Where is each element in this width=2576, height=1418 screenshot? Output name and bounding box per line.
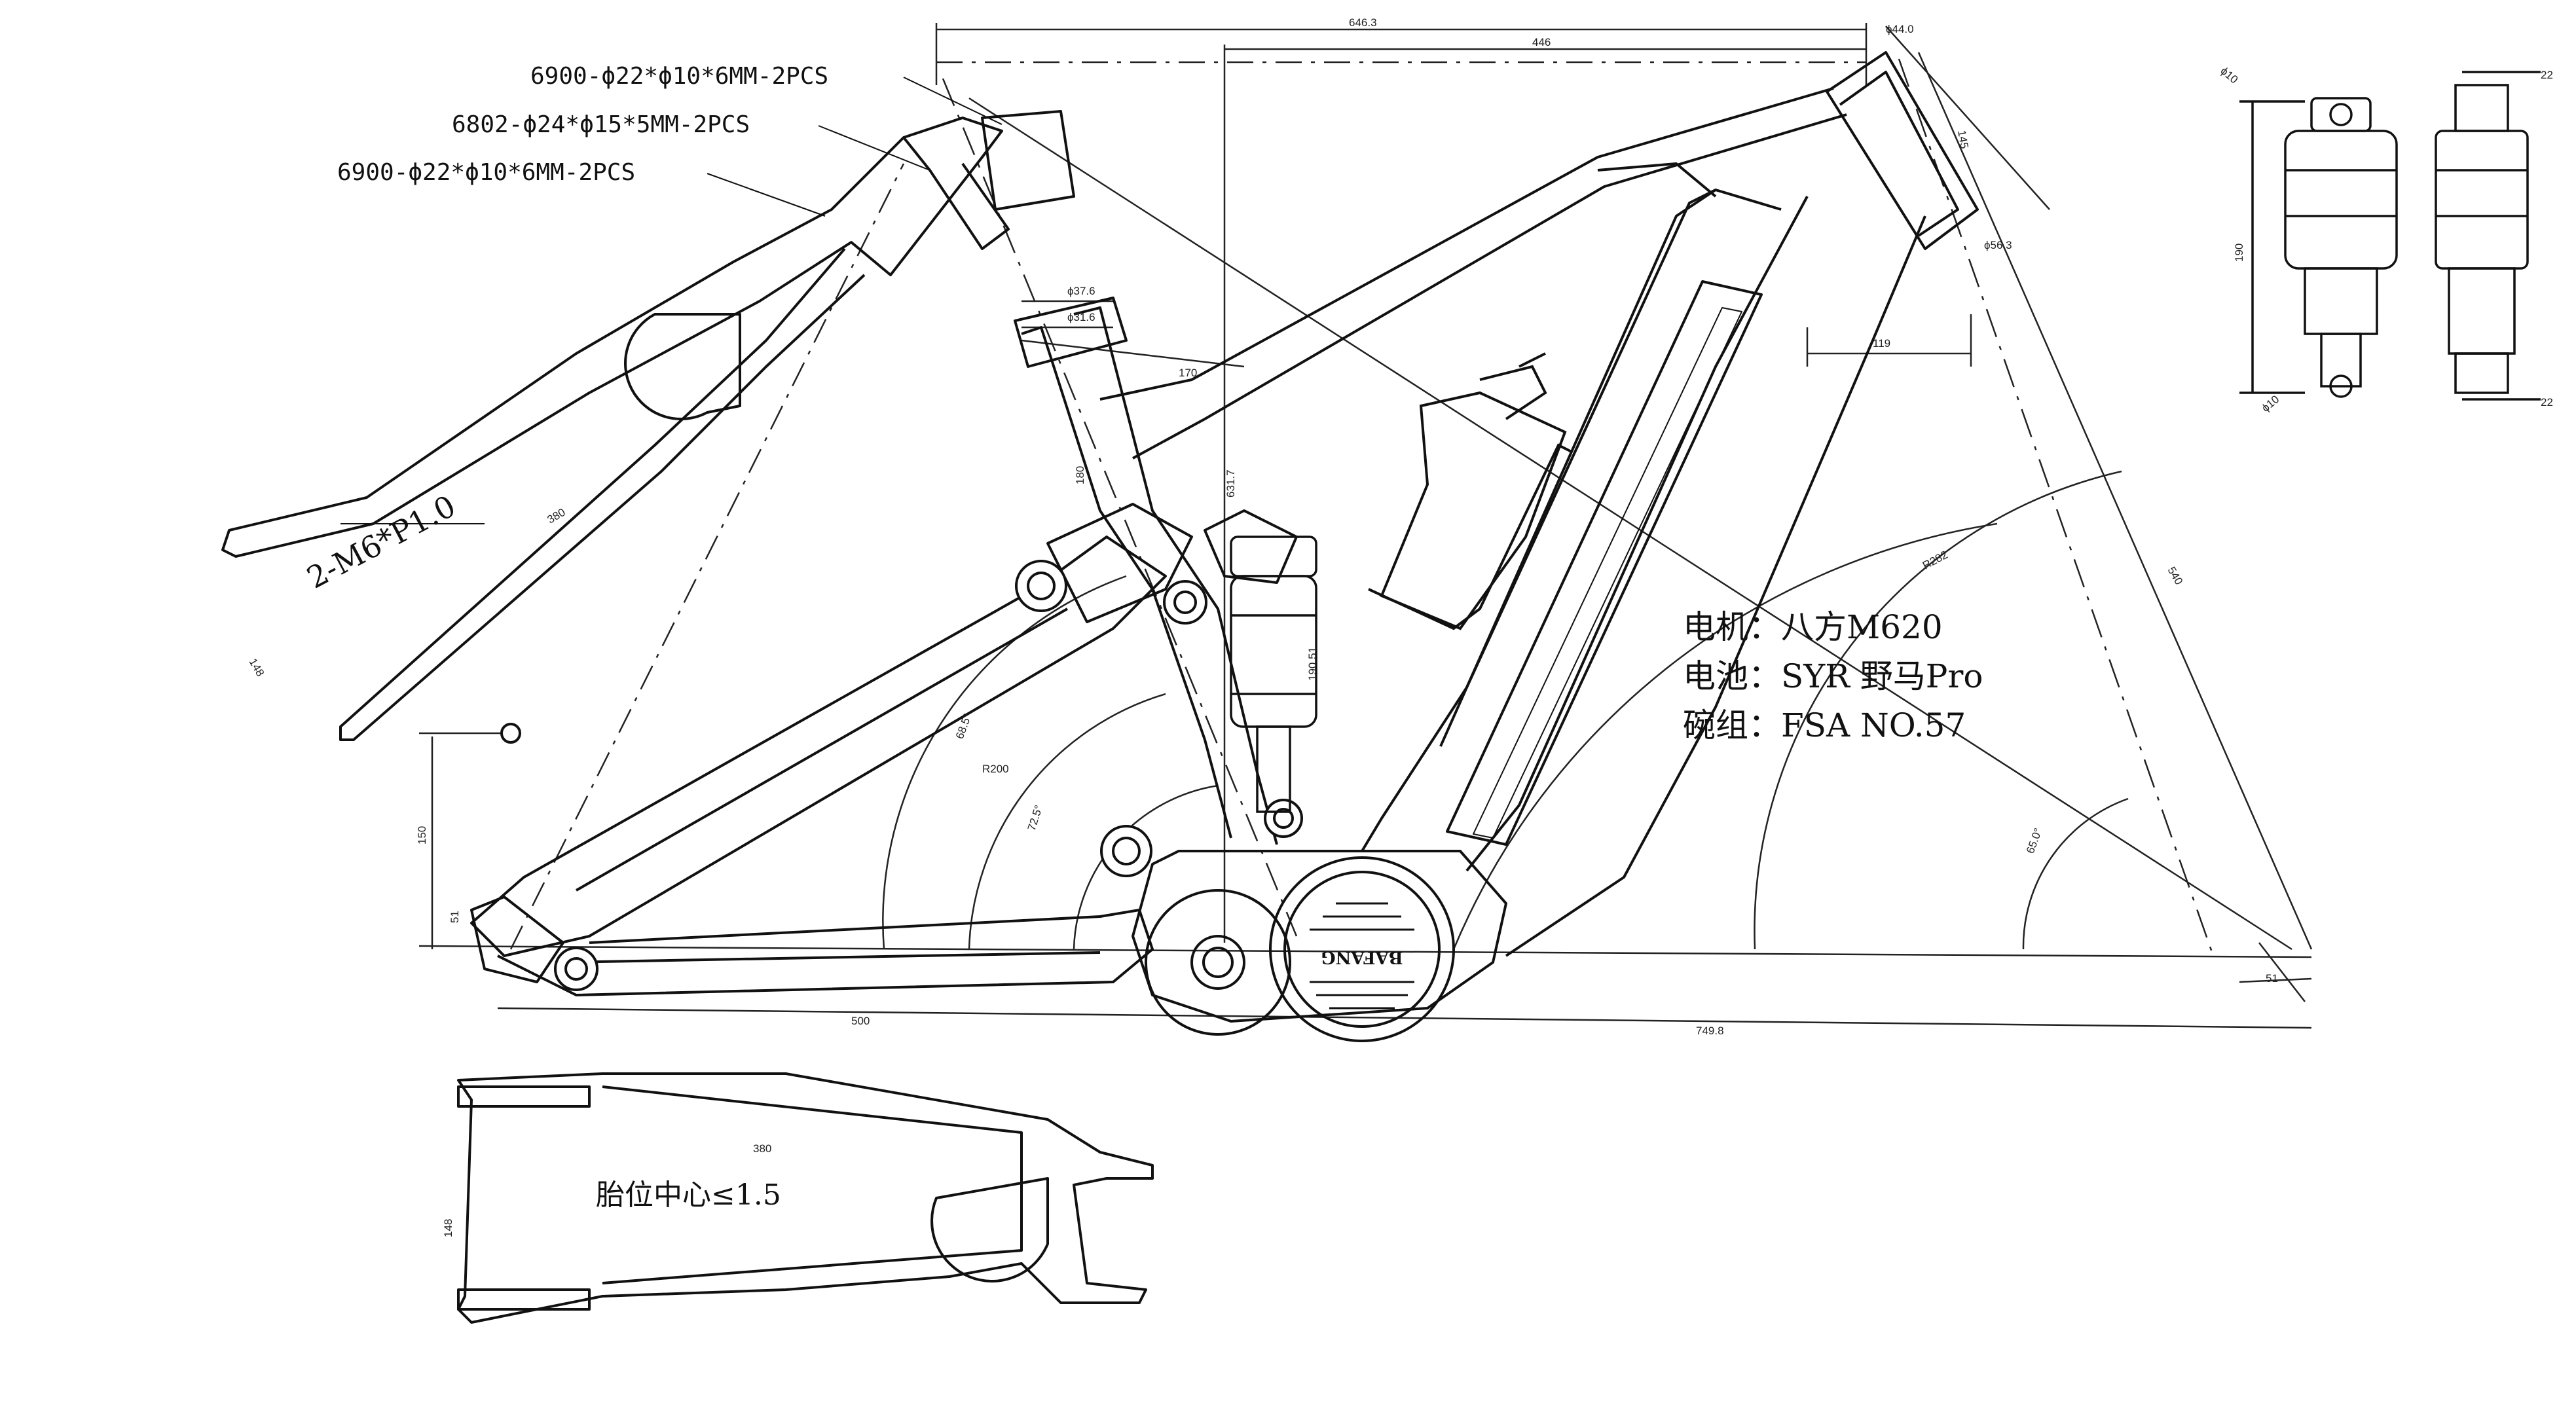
- dimension-labels: 646.3 446 ϕ44.0 145 ϕ56.3 119 ϕ37.6 ϕ31.…: [247, 16, 2553, 1237]
- dim-radius-200: R200: [982, 763, 1009, 775]
- spec-motor: 电机：八方M620: [1683, 608, 1943, 646]
- dim-shock-width-bottom: 22: [2541, 396, 2553, 409]
- dim-rear-150: 150: [416, 826, 428, 845]
- dim-seat-tube-length: 631.7: [1224, 469, 1237, 498]
- spec-battery: 电池：SYR 野马Pro: [1683, 657, 1983, 695]
- dim-chainstay-500: 500: [851, 1015, 870, 1027]
- dim-shock-eye: 190.51: [1306, 647, 1319, 681]
- callout-bearing-bottom: 6900-ϕ22*ϕ10*6MM-2PCS: [337, 159, 635, 186]
- bottle-icon: [1368, 352, 1572, 630]
- dim-seat-small: 180: [1074, 466, 1086, 484]
- dim-seat-offset-170: 170: [1179, 367, 1197, 379]
- shock-detail-front: [2239, 97, 2398, 398]
- motor-grill: [1310, 902, 1414, 1009]
- dim-head-tube-length: 145: [1955, 129, 1971, 149]
- dim-head-angle-top: ϕ44.0: [1886, 23, 1914, 35]
- dim-top-reach: 446: [1532, 36, 1551, 48]
- dim-seat-d1: ϕ37.6: [1067, 285, 1095, 297]
- mounted-shock: [1230, 536, 1317, 813]
- tire-center-note: 胎位中心≤1.5: [596, 1178, 781, 1212]
- dim-shock-length: 190: [2233, 244, 2245, 262]
- spec-headset: 碗组：FSA NO.57: [1683, 706, 1966, 744]
- dim-offset-119: 119: [1873, 337, 1890, 350]
- dim-swingarm2-380: 380: [753, 1142, 771, 1155]
- callout-leaders: [340, 77, 1003, 524]
- swingarm-top: [221, 110, 1075, 741]
- dim-wheelbase-749: 749.8: [1696, 1025, 1724, 1037]
- dim-rear-51: 51: [449, 911, 461, 923]
- dim-top-overall: 646.3: [1349, 16, 1377, 29]
- main-frame: [1014, 51, 1979, 1042]
- dim-seat-d2: ϕ31.6: [1067, 311, 1095, 323]
- swingarm-bottom: [457, 1072, 1154, 1324]
- construction-lines: [418, 23, 2313, 1029]
- motor-brand-label: BAFANG: [1321, 947, 1403, 967]
- rear-triangle: [470, 503, 1298, 996]
- callout-bearing-mid: 6802-ϕ24*ϕ15*5MM-2PCS: [452, 111, 750, 138]
- dim-head-diam: ϕ56.3: [1984, 239, 2012, 251]
- dim-bb-drop-51: 51: [2266, 972, 2278, 985]
- dim-shock-width-top: 22: [2541, 69, 2553, 81]
- pivot-bolts: [500, 560, 1303, 991]
- dim-swingarm2-148: 148: [442, 1219, 454, 1237]
- shock-detail-side: [2435, 71, 2541, 401]
- callout-bearing-top: 6900-ϕ22*ϕ10*6MM-2PCS: [530, 63, 828, 90]
